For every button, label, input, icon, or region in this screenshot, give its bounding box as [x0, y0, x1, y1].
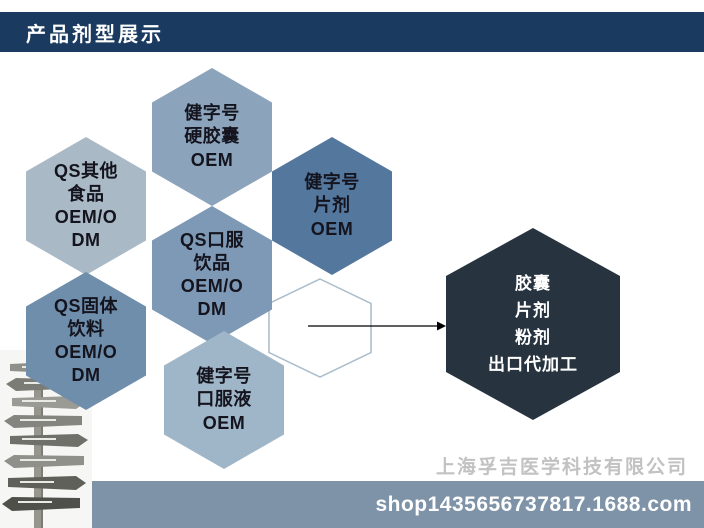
title-bar: 产品剂型展示: [0, 12, 704, 52]
flow-arrow-icon: [308, 321, 446, 331]
hexagon-label: QS口服 饮品 OEM/O DM: [179, 229, 244, 320]
hexagon-tablet-oem: 健字号 片剂 OEM: [272, 137, 392, 275]
hexagon-label: QS固体 饮料 OEM/O DM: [53, 295, 118, 386]
hexagon-label: 胶囊 片剂 粉剂 出口代加工: [488, 273, 578, 375]
hexagon-label: 健字号 片剂 OEM: [304, 172, 360, 239]
hexagon-qs-solid-drink: QS固体 饮料 OEM/O DM: [26, 272, 146, 410]
hexagon-oral-liquid-oem: 健字号 口服液 OEM: [164, 331, 284, 469]
hexagon-hard-capsule-oem: 健字号 硬胶囊 OEM: [152, 68, 272, 206]
hexagon-export-processing: 胶囊 片剂 粉剂 出口代加工: [446, 228, 620, 420]
hexagon-label: 健字号 口服液 OEM: [196, 366, 252, 433]
page-title: 产品剂型展示: [26, 23, 164, 46]
hexagon-label: QS其他 食品 OEM/O DM: [53, 160, 118, 251]
hexagon-label: 健字号 硬胶囊 OEM: [184, 103, 240, 170]
footer-strip: shop1435656737817.1688.com: [0, 481, 704, 528]
company-watermark: 上海孚吉医学科技有限公司: [435, 457, 688, 478]
hexagon-qs-oral-drink: QS口服 饮品 OEM/O DM: [152, 206, 272, 344]
hexagon-qs-other-food: QS其他 食品 OEM/O DM: [26, 137, 146, 275]
shop-url: shop1435656737817.1688.com: [375, 492, 692, 516]
